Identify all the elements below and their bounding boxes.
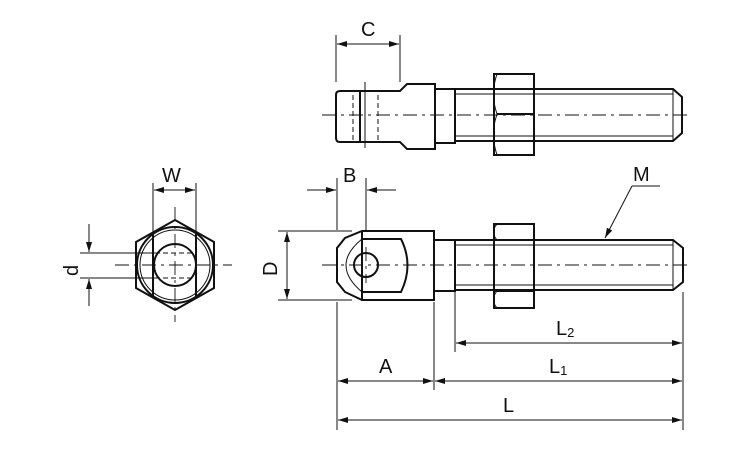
label-B: B [343, 165, 356, 187]
label-W: W [162, 165, 181, 187]
label-L1: L1 [549, 356, 567, 378]
dimension-B: B [307, 165, 396, 230]
dimension-C: C [335, 19, 401, 82]
label-A: A [379, 356, 393, 378]
label-M: M [633, 164, 650, 186]
label-D: D [260, 262, 282, 276]
dimension-M: M [604, 164, 660, 239]
hex-end-view [115, 207, 232, 322]
dimension-W: W [152, 165, 197, 232]
top-view-part [322, 73, 690, 156]
label-C: C [361, 19, 375, 41]
label-L2: L2 [556, 318, 574, 340]
label-d: d [61, 265, 83, 276]
dimension-d: d [61, 224, 155, 306]
side-view-part [322, 223, 690, 309]
dimension-D: D [260, 230, 352, 301]
lower-dimensions: A L2 L1 L [336, 292, 684, 430]
label-L: L [503, 395, 514, 417]
